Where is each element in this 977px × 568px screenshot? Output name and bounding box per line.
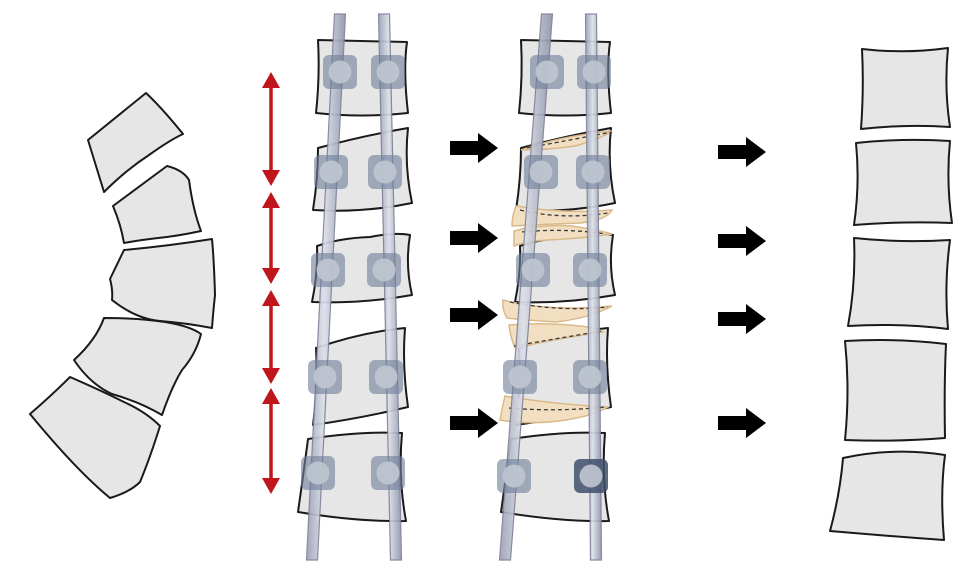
pedicle-screw-icon (371, 55, 405, 89)
pedicle-screw-icon (574, 459, 608, 493)
pedicle-screw-icon (301, 456, 335, 490)
pedicle-screw-icon (308, 360, 342, 394)
corrected-spine-panel (829, 47, 953, 541)
step-arrows-column-2 (718, 137, 766, 438)
instrumented-spine-graft-panel (497, 13, 616, 561)
vertebra (847, 237, 951, 330)
right-arrow-icon (450, 408, 498, 438)
right-arrow-icon (450, 133, 498, 163)
pedicle-screw-icon (573, 360, 607, 394)
pedicle-screw-icon (369, 360, 403, 394)
distraction-arrow-icon (262, 290, 280, 384)
pedicle-screw-icon (371, 456, 405, 490)
vertebra (112, 165, 202, 244)
right-arrow-icon (450, 300, 498, 330)
screws-group (301, 55, 405, 490)
vertebra (29, 376, 161, 499)
right-arrow-icon (718, 137, 766, 167)
instrumented-spine-distraction-panel (262, 13, 413, 561)
distraction-arrow-icon (262, 388, 280, 494)
bone-graft-icon (508, 322, 605, 349)
vertebra (73, 317, 202, 416)
step-arrows-column-1 (450, 133, 498, 438)
right-arrow-icon (450, 223, 498, 253)
vertebra (87, 92, 184, 193)
pedicle-screw-icon (314, 155, 348, 189)
vertebra (500, 431, 610, 523)
pedicle-screw-icon (503, 360, 537, 394)
right-arrow-icon (718, 226, 766, 256)
pedicle-screw-icon (576, 155, 610, 189)
pedicle-screw-icon (367, 253, 401, 287)
pedicle-screw-icon (497, 459, 531, 493)
pedicle-screw-icon (323, 55, 357, 89)
vertebra (853, 138, 953, 226)
vertebra (109, 238, 216, 329)
curved-spine-panel (29, 92, 216, 499)
vertebra (860, 47, 951, 130)
vertebra (829, 450, 946, 541)
right-arrow-icon (718, 304, 766, 334)
vertebra (844, 339, 947, 442)
distraction-arrow-icon (262, 192, 280, 284)
distraction-arrows (262, 72, 280, 494)
screws-group (497, 55, 611, 493)
right-arrow-icon (718, 408, 766, 438)
pedicle-screw-icon (573, 253, 607, 287)
vertebra (297, 431, 407, 523)
pedicle-screw-icon (530, 55, 564, 89)
pedicle-screw-icon (311, 253, 345, 287)
pedicle-screw-icon (516, 253, 550, 287)
pedicle-screw-icon (524, 155, 558, 189)
pedicle-screw-icon (368, 155, 402, 189)
pedicle-screw-icon (577, 55, 611, 89)
distraction-arrow-icon (262, 72, 280, 186)
